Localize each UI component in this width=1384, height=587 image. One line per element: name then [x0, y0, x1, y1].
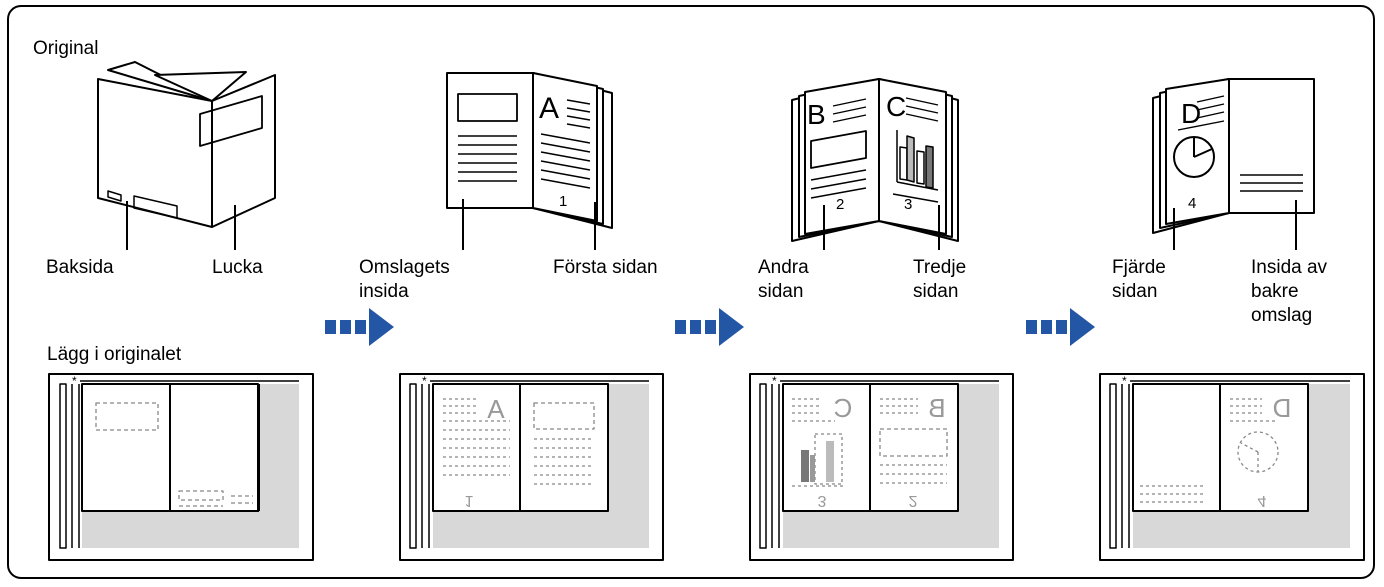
- scanner-glass-2: *: [399, 373, 664, 561]
- scan3-page-number-3-mirrored: 3: [818, 492, 827, 509]
- diagram-frame: [7, 5, 1375, 579]
- scan2-letter-a-mirrored: A: [487, 394, 505, 424]
- arrow-step1-to-step2: [325, 308, 394, 346]
- step3-page-number-2: 2: [836, 196, 844, 213]
- label-lagg-i-originalet: Lägg i originalet: [47, 344, 182, 365]
- scan2-page-number-mirrored: 1: [465, 492, 474, 509]
- step3-letter-b: B: [807, 99, 826, 130]
- scanner-glass-3: *: [749, 373, 1014, 561]
- label-fjarde-sidan: Fjärde sidan: [1112, 257, 1166, 302]
- step4-page-number: 4: [1188, 195, 1196, 212]
- heading-original: Original: [33, 38, 99, 59]
- scan4-letter-d-mirrored: D: [1273, 393, 1292, 423]
- label-lucka: Lucka: [212, 257, 263, 278]
- scan4-page-number-mirrored: 4: [1258, 492, 1267, 509]
- booklet-step4-illustration: [1152, 78, 1315, 250]
- booklet-step2-illustration: [446, 72, 613, 250]
- label-baksida: Baksida: [46, 257, 114, 278]
- svg-text:*: *: [772, 374, 777, 388]
- step3-page-number-3: 3: [904, 196, 912, 213]
- booklet-step3-illustration: [791, 78, 959, 250]
- scan3-page-number-2-mirrored: 2: [909, 492, 918, 509]
- svg-text:*: *: [72, 374, 77, 388]
- arrow-step2-to-step3: [675, 308, 744, 346]
- step2-letter-a: A: [539, 92, 559, 125]
- step3-letter-c: C: [886, 91, 906, 122]
- scanner-glass-4: *: [1099, 373, 1365, 561]
- label-omslagets-insida: Omslagets insida: [359, 257, 450, 302]
- scanner-glass-1: *: [48, 373, 314, 561]
- step4-letter-d: D: [1181, 98, 1201, 129]
- label-insida-bakre-omslag: Insida av bakre omslag: [1251, 257, 1328, 326]
- svg-text:*: *: [1122, 374, 1127, 388]
- step2-page-number: 1: [559, 193, 567, 210]
- label-andra-sidan: Andra sidan: [758, 257, 809, 302]
- svg-text:*: *: [422, 374, 427, 388]
- scan3-letter-c-mirrored: C: [834, 393, 853, 423]
- label-forsta-sidan: Första sidan: [553, 257, 658, 278]
- arrow-step3-to-step4: [1026, 308, 1095, 346]
- booklet-original-illustration: [97, 61, 276, 250]
- scan3-letter-b-mirrored: B: [928, 393, 945, 423]
- label-tredje-sidan: Tredje sidan: [913, 257, 967, 302]
